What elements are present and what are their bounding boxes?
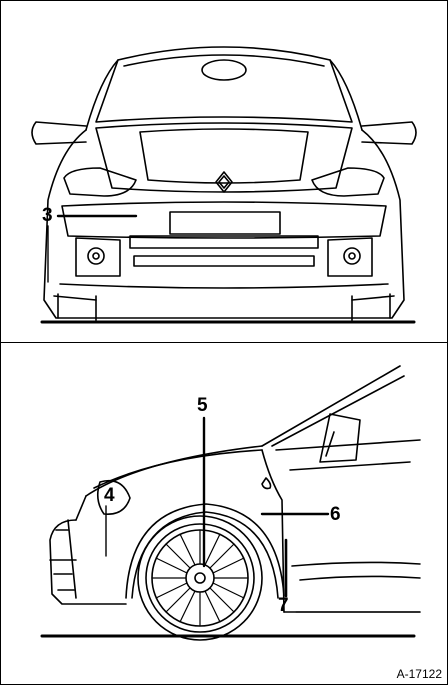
car-front-view-icon [31,46,417,324]
callout-5: 5 [197,395,208,416]
view-divider [1,342,447,343]
callout-6: 6 [330,504,341,525]
callout-3: 3 [42,205,53,226]
callout-4: 4 [104,485,115,506]
callout-7: 7 [278,595,289,616]
figure-reference: A-17122 [396,667,442,681]
